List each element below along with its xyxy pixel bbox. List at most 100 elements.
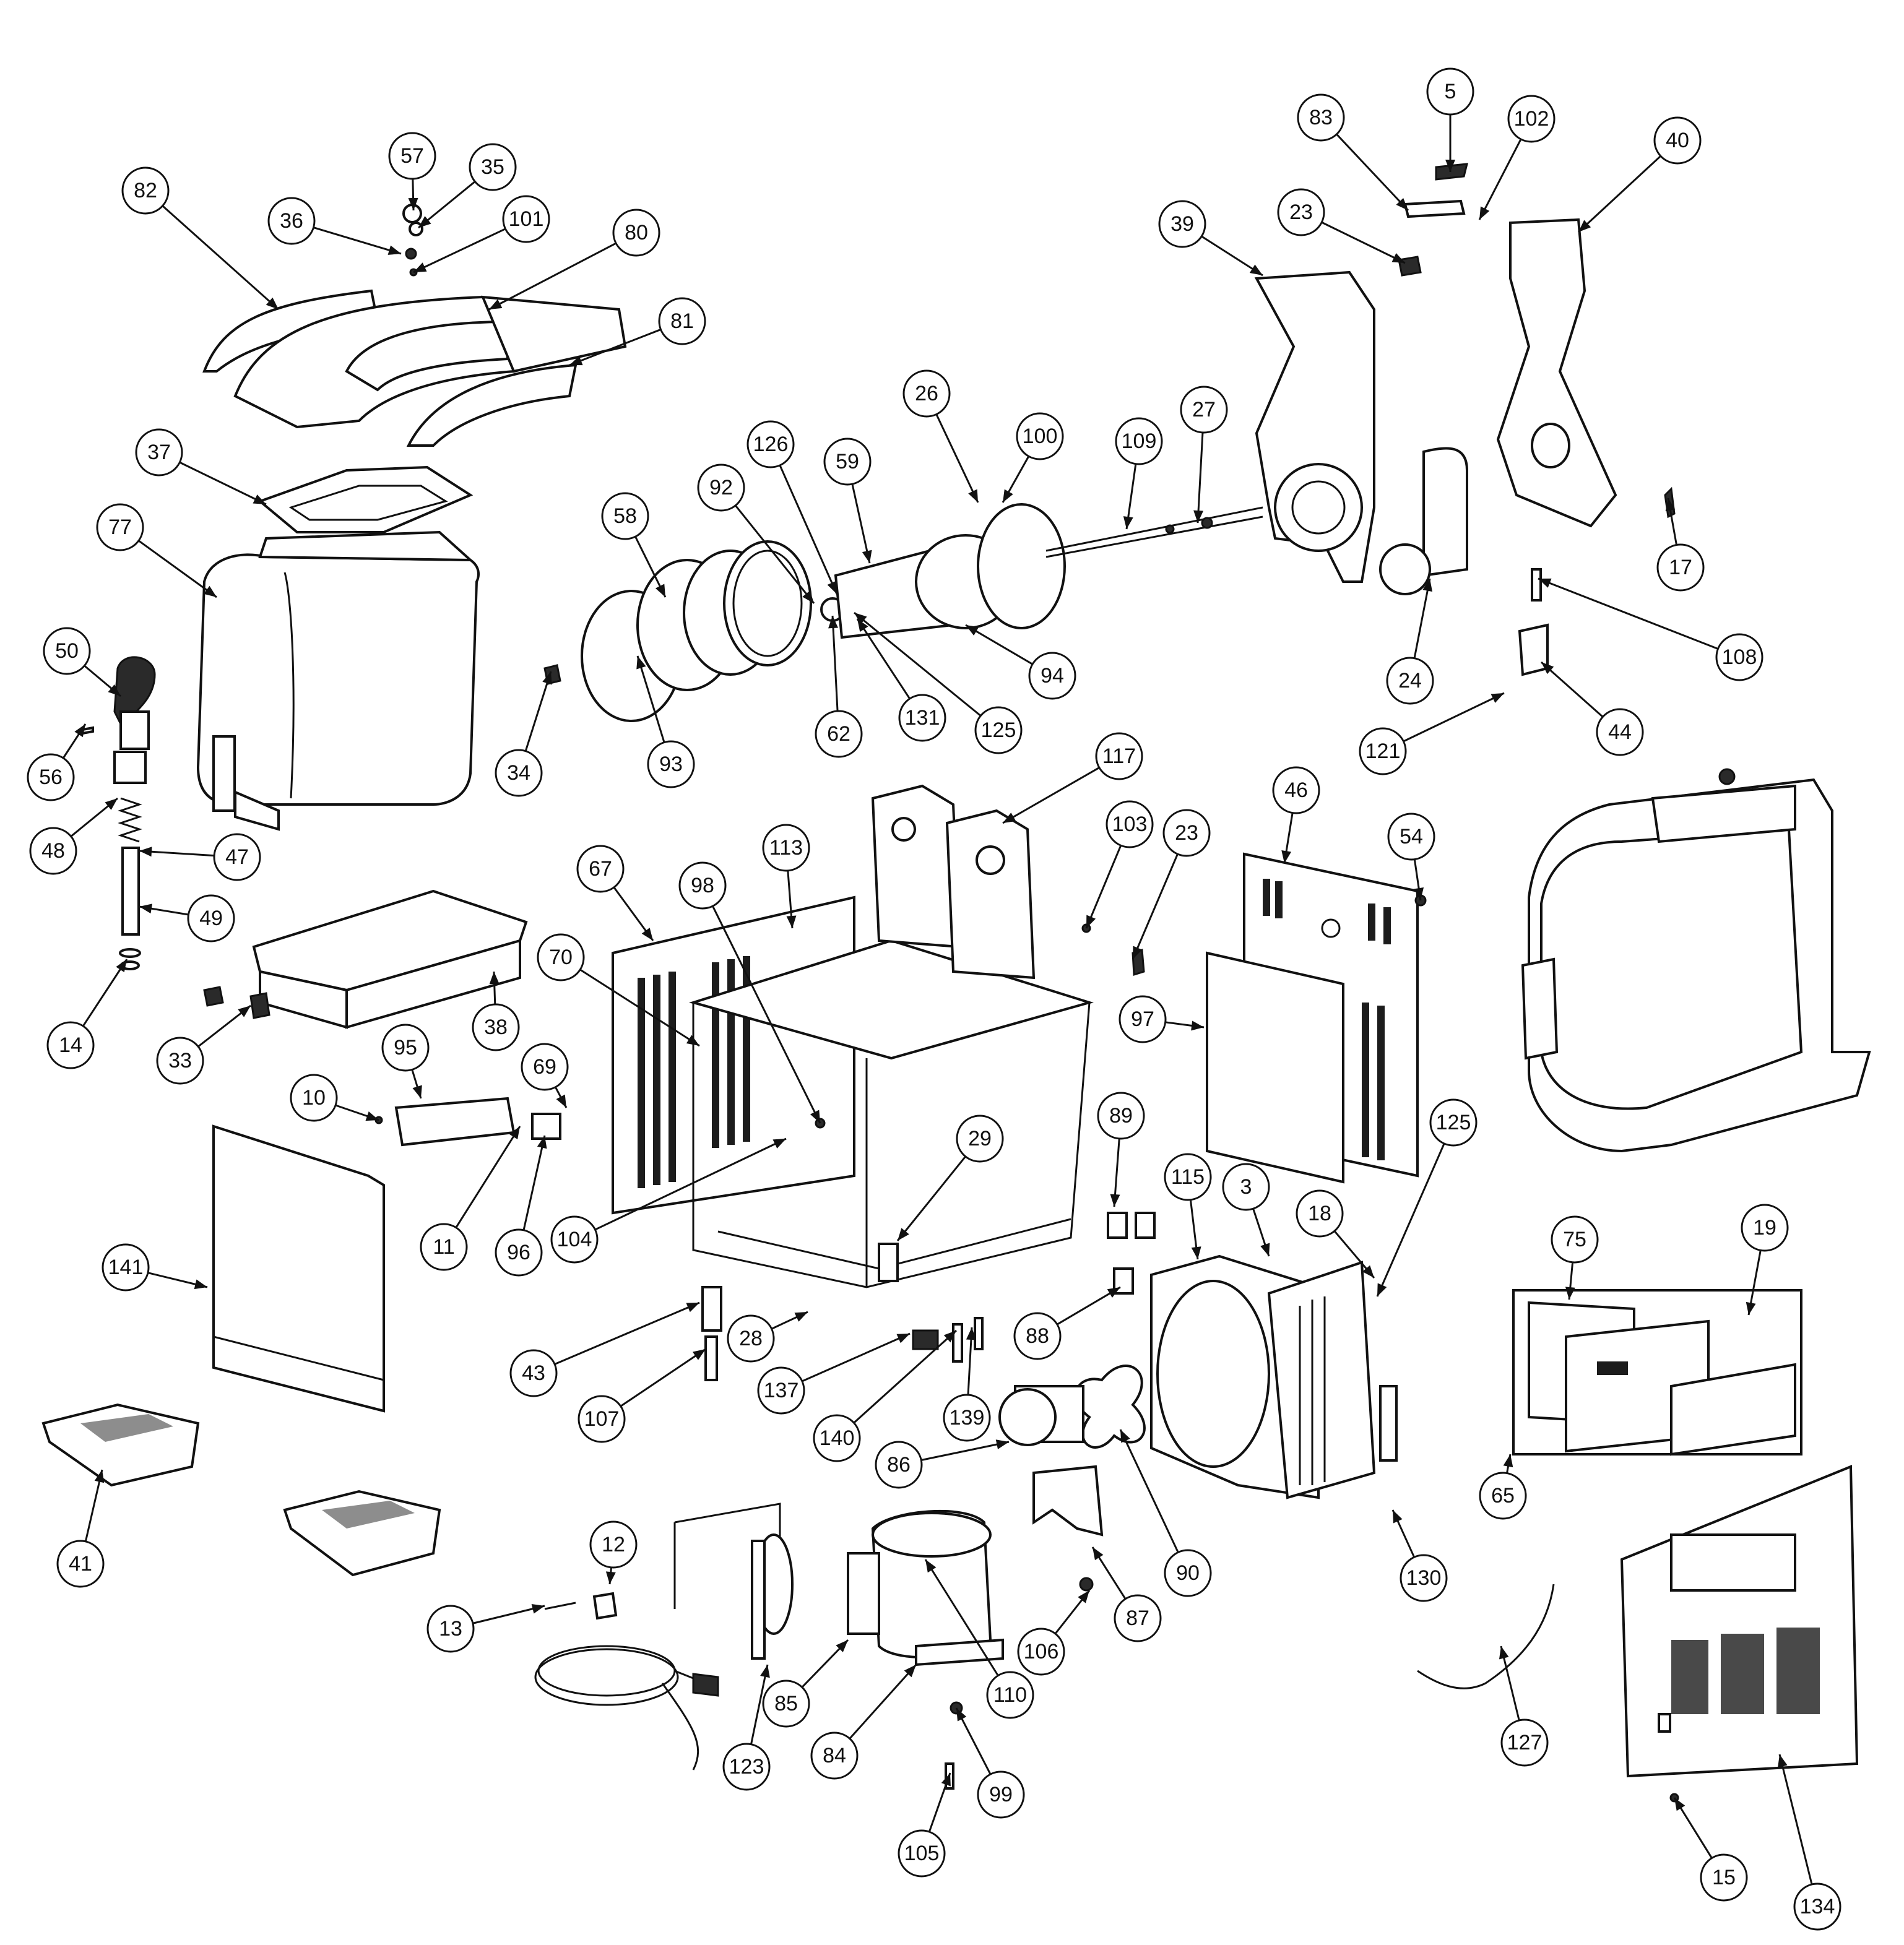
callout-circle bbox=[658, 297, 706, 345]
callout-circle bbox=[1272, 766, 1320, 814]
leader-line bbox=[1577, 155, 1661, 233]
drip-tray-38 bbox=[203, 889, 528, 1029]
leader-arrowhead bbox=[387, 245, 401, 255]
callout-circle bbox=[509, 1349, 558, 1397]
callout-34: 34 bbox=[495, 671, 552, 797]
callout-circle bbox=[762, 1680, 810, 1728]
leader-line bbox=[1541, 661, 1604, 718]
callout-number: 56 bbox=[39, 765, 63, 789]
leader-arrowhead bbox=[569, 356, 583, 366]
callout-circle bbox=[27, 753, 75, 801]
callout-circle bbox=[746, 420, 795, 468]
callout-circle bbox=[986, 1671, 1034, 1719]
leader-line bbox=[1336, 133, 1409, 212]
leader-arrowhead bbox=[413, 262, 427, 272]
callout-number: 29 bbox=[968, 1127, 992, 1150]
leader-arrowhead bbox=[686, 1303, 699, 1313]
leader-arrowhead bbox=[408, 197, 418, 210]
leader-arrowhead bbox=[1746, 1301, 1756, 1315]
callout-12: 12 bbox=[589, 1520, 638, 1585]
callout-58: 58 bbox=[601, 492, 667, 598]
callout-10: 10 bbox=[290, 1074, 379, 1122]
leader-arrowhead bbox=[966, 625, 979, 636]
callout-134: 134 bbox=[1778, 1754, 1841, 1931]
callout-circle bbox=[1017, 1628, 1065, 1676]
callout-number: 5 bbox=[1445, 80, 1456, 103]
callout-circle bbox=[956, 1115, 1004, 1163]
leader-arrowhead bbox=[238, 1006, 251, 1017]
callout-circle bbox=[381, 1024, 430, 1072]
leader-line bbox=[1085, 845, 1122, 929]
callout-13: 13 bbox=[426, 1603, 545, 1653]
leader-arrowhead bbox=[253, 494, 266, 504]
callout-circle bbox=[1656, 543, 1705, 592]
leader-arrowhead bbox=[139, 847, 152, 857]
callout-number: 126 bbox=[753, 433, 789, 456]
callout-number: 17 bbox=[1669, 556, 1692, 579]
callout-37: 37 bbox=[135, 428, 267, 506]
callout-17: 17 bbox=[1656, 498, 1705, 592]
callout-43: 43 bbox=[509, 1301, 700, 1397]
callout-89: 89 bbox=[1097, 1092, 1145, 1207]
leader-arrowhead bbox=[862, 550, 872, 563]
leader-arrowhead bbox=[1377, 1283, 1387, 1296]
leader-line bbox=[1376, 1143, 1445, 1297]
callout-circle bbox=[576, 845, 625, 893]
callout-circle bbox=[43, 627, 91, 675]
callout-circle bbox=[1162, 809, 1211, 857]
leader-arrowhead bbox=[605, 1571, 616, 1584]
front-housing-39-40 bbox=[1254, 163, 1617, 676]
callout-number: 107 bbox=[584, 1407, 620, 1431]
callout-54: 54 bbox=[1387, 813, 1435, 901]
callout-number: 82 bbox=[134, 179, 157, 202]
callout-number: 94 bbox=[1041, 664, 1064, 688]
callout-number: 109 bbox=[1122, 429, 1157, 453]
assembled-unit-view bbox=[1521, 768, 1871, 1153]
leader-arrowhead bbox=[1003, 813, 1016, 823]
leader-line bbox=[569, 329, 662, 366]
callout-number: 44 bbox=[1608, 720, 1632, 744]
leader-line bbox=[1403, 692, 1505, 743]
callout-circle bbox=[1013, 1312, 1062, 1360]
callout-number: 99 bbox=[989, 1783, 1013, 1806]
callout-125: 125 bbox=[854, 611, 1023, 754]
top-cover-assembly bbox=[202, 204, 627, 447]
leader-arrowhead bbox=[760, 1665, 770, 1678]
leader-arrowhead bbox=[1123, 516, 1133, 529]
callout-15: 15 bbox=[1673, 1797, 1748, 1902]
callout-number: 115 bbox=[1171, 1165, 1205, 1189]
leader-line bbox=[139, 850, 215, 857]
callout-circle bbox=[810, 1732, 859, 1780]
callout-141: 141 bbox=[102, 1243, 208, 1292]
callout-number: 3 bbox=[1240, 1175, 1252, 1199]
compressor-assembly bbox=[673, 1503, 1004, 1667]
callout-26: 26 bbox=[902, 369, 979, 503]
callout-number: 13 bbox=[439, 1617, 462, 1641]
callout-number: 77 bbox=[108, 515, 132, 539]
leader-arrowhead bbox=[1491, 693, 1504, 703]
callout-circle bbox=[29, 827, 77, 875]
leader-arrowhead bbox=[827, 580, 837, 594]
leader-arrowhead bbox=[556, 1094, 566, 1108]
callout-number: 35 bbox=[481, 155, 504, 179]
callout-102: 102 bbox=[1478, 95, 1556, 220]
callout-circle bbox=[815, 710, 863, 758]
callout-circle bbox=[502, 195, 550, 243]
callout-circle bbox=[1426, 67, 1474, 116]
callout-circle bbox=[1097, 1092, 1145, 1140]
callout-circle bbox=[823, 438, 872, 486]
callout-number: 62 bbox=[827, 722, 850, 746]
callout-18: 18 bbox=[1296, 1189, 1375, 1279]
callout-circle bbox=[898, 694, 946, 742]
callout-130: 130 bbox=[1391, 1509, 1448, 1602]
callout-80: 80 bbox=[488, 209, 660, 311]
callout-circle bbox=[420, 1223, 468, 1271]
leader-arrowhead bbox=[925, 1559, 937, 1573]
callout-number: 127 bbox=[1507, 1731, 1543, 1754]
callout-number: 110 bbox=[993, 1683, 1027, 1707]
callout-number: 96 bbox=[507, 1241, 530, 1264]
leader-line bbox=[162, 205, 279, 311]
leader-line bbox=[924, 1559, 999, 1676]
callout-23: 23 bbox=[1132, 809, 1211, 960]
callout-number: 125 bbox=[981, 718, 1016, 742]
